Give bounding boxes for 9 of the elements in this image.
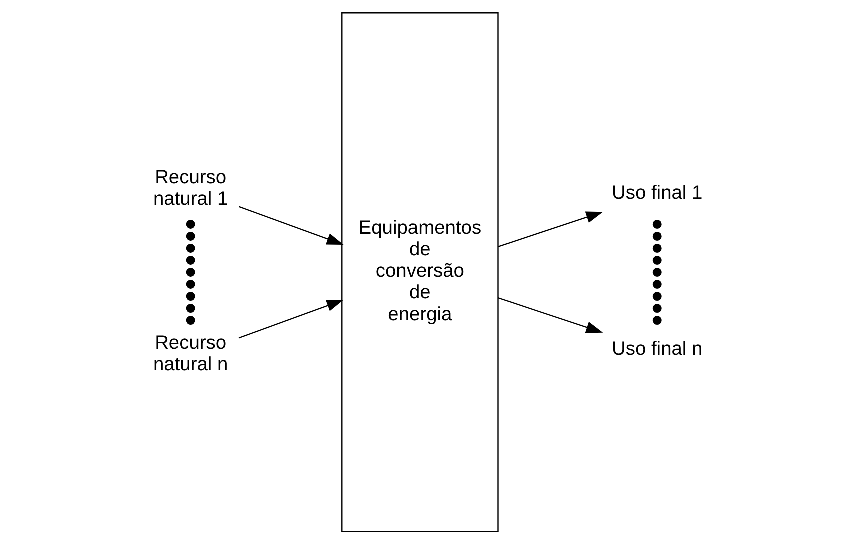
arrow	[238, 206, 344, 246]
node-box: Equipamentos de conversão de energia	[341, 12, 498, 532]
node-text: Uso final 1	[611, 183, 702, 204]
arrow	[498, 212, 603, 248]
node-text: Recurso natural 1	[152, 167, 228, 210]
node-text: Recurso natural n	[152, 333, 228, 376]
node-text: Uso final n	[611, 339, 702, 360]
arrow	[238, 300, 344, 339]
arrow	[498, 297, 603, 334]
